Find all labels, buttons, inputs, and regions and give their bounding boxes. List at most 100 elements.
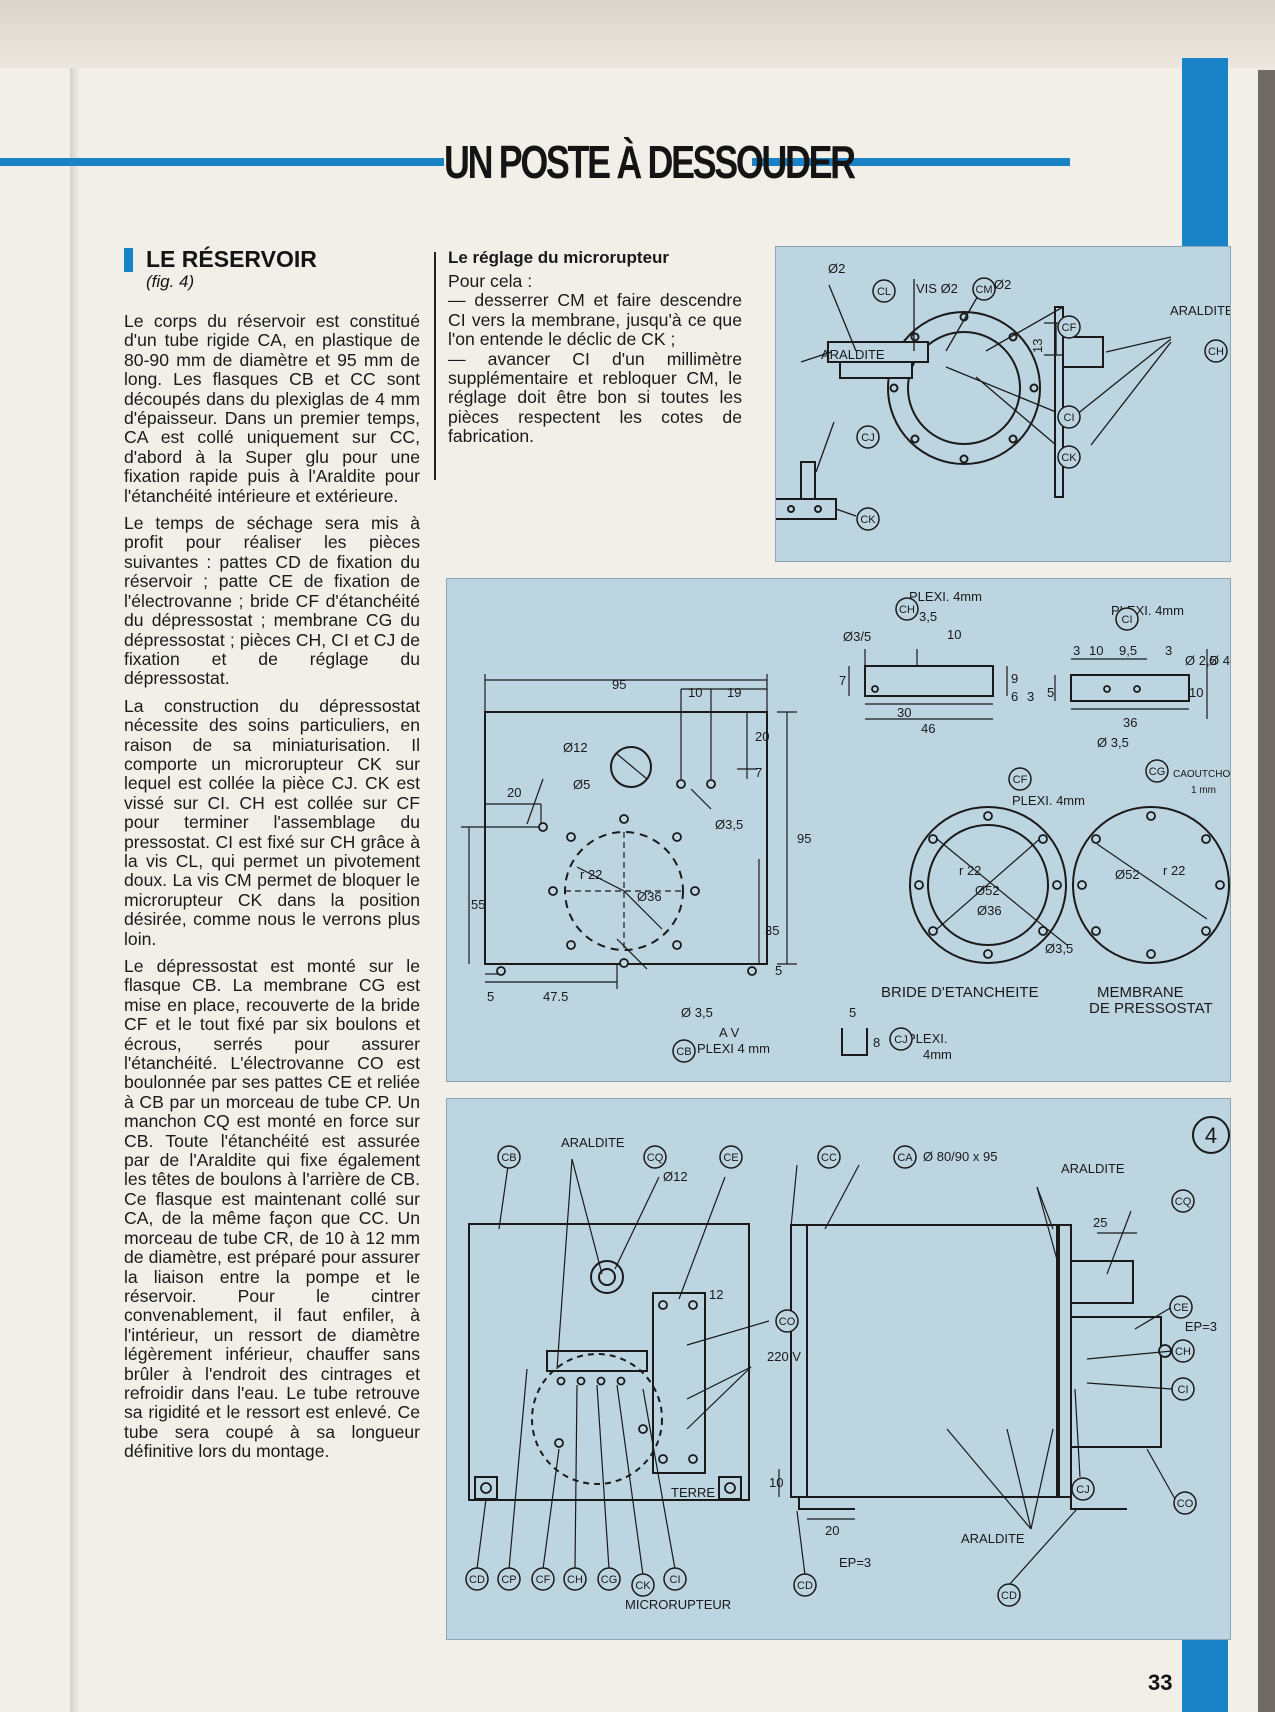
material-label: CAOUTCHOUC <box>1173 769 1230 780</box>
part-label: CD <box>1001 1590 1017 1602</box>
dim-label: 9 <box>1011 671 1018 686</box>
paragraph: Le temps de séchage sera mis à profit po… <box>124 513 420 689</box>
dim-label: Ø 4 <box>1209 653 1230 668</box>
part-label: CF <box>1013 774 1028 786</box>
terre-label: TERRE <box>671 1485 715 1500</box>
dim-label: 35 <box>765 923 779 938</box>
araldite-label: ARALDITE <box>1170 303 1230 318</box>
parts-dimension-drawing: 95 10 19 20 7 Ø12 20 Ø5 Ø3,5 r 22 Ø36 95… <box>461 589 1245 1063</box>
dim-label: Ø36 <box>977 903 1002 918</box>
page-title: UN POSTE À DESSOUDER <box>444 136 856 188</box>
dim-label: Ø52 <box>975 883 1000 898</box>
dim-label: 10 <box>947 627 961 642</box>
dim-label: 5 <box>849 1005 856 1020</box>
part-label: CD <box>797 1580 813 1592</box>
dim-label: Ø 2,5 <box>1185 653 1217 668</box>
part-label: CQ <box>1175 1196 1192 1208</box>
figure-number: 4 <box>1205 1123 1217 1148</box>
part-label: CK <box>635 1580 651 1592</box>
part-label: CC <box>821 1152 837 1164</box>
column-divider <box>434 252 436 480</box>
section-title: LE RÉSERVOIR <box>146 246 317 272</box>
part-caption: BRIDE D'ETANCHEITE <box>881 984 1039 1001</box>
part-label: CJ <box>894 1034 907 1046</box>
dim-label: Ø3/5 <box>843 629 871 644</box>
subsection-title: Le réglage du microrupteur <box>448 248 670 267</box>
dim-label: 7 <box>755 765 762 780</box>
dim-label: 25 <box>1093 1215 1107 1230</box>
dim-label: EP=3 <box>1185 1319 1217 1334</box>
dim-label: Ø36 <box>637 889 662 904</box>
dim-label: 13 <box>1030 339 1045 353</box>
material-label: 1 mm <box>1191 785 1216 796</box>
part-label: CL <box>877 286 891 298</box>
part-label: CH <box>1175 1346 1191 1358</box>
dim-label: Ø3,5 <box>715 817 743 832</box>
part-label: CK <box>1061 452 1077 464</box>
part-label: CQ <box>647 1152 664 1164</box>
article-column-2: Le réglage du microrupteur Pour cela : —… <box>448 248 742 447</box>
dim-label: Ø52 <box>1115 867 1140 882</box>
dim-label: 12 <box>709 1287 723 1302</box>
dim-label: 3 <box>1165 643 1172 658</box>
material-label: PLEXI. <box>907 1031 947 1046</box>
part-label: CK <box>860 514 876 526</box>
part-label: CD <box>469 1574 485 1586</box>
araldite-label: ARALDITE <box>821 347 885 362</box>
material-label: 4mm <box>923 1047 952 1062</box>
section-marker <box>124 248 133 272</box>
part-label: CE <box>723 1152 738 1164</box>
part-label: CG <box>1149 766 1166 778</box>
dim-label: EP=3 <box>839 1555 871 1570</box>
part-label: CB <box>501 1152 516 1164</box>
title-rule-left <box>0 158 444 166</box>
figure-panel-middle: 95 10 19 20 7 Ø12 20 Ø5 Ø3,5 r 22 Ø36 95… <box>446 578 1245 1082</box>
dim-label: Ø2 <box>994 277 1011 292</box>
dim-label: 5 <box>1047 685 1054 700</box>
paragraph: La construction du dépressostat nécessit… <box>124 695 420 949</box>
dim-label: 10 <box>769 1475 783 1490</box>
dim-label: 20 <box>755 729 769 744</box>
dim-label: 10 <box>688 685 702 700</box>
paragraph: Pour cela : <box>448 271 533 291</box>
dim-label: 3,5 <box>919 609 937 624</box>
dim-label: 10 <box>1189 685 1203 700</box>
part-caption: DE PRESSOSTAT <box>1089 1000 1213 1017</box>
part-label: CJ <box>1076 1484 1089 1496</box>
note-label: A V <box>719 1025 740 1040</box>
note-label: PLEXI 4 mm <box>697 1041 770 1056</box>
dim-label: 10 <box>1089 643 1103 658</box>
dim-label: 46 <box>921 721 935 736</box>
article-column-1: Le corps du réservoir est constitué d'un… <box>124 311 420 1470</box>
dim-label: 7 <box>839 673 846 688</box>
binding-shadow <box>70 68 80 1712</box>
araldite-label: ARALDITE <box>1061 1161 1125 1176</box>
page-number: 33 <box>1148 1670 1173 1695</box>
part-label: CF <box>536 1574 551 1586</box>
araldite-label: ARALDITE <box>961 1531 1025 1546</box>
dim-label: 8 <box>873 1035 880 1050</box>
part-label: CJ <box>861 432 874 444</box>
dim-label: 20 <box>507 785 521 800</box>
dim-label: 5 <box>775 963 782 978</box>
dim-label: Ø3,5 <box>1045 941 1073 956</box>
microrupteur-label: MICRORUPTEUR <box>625 1597 731 1612</box>
dim-label: 6 <box>1011 689 1018 704</box>
paragraph: — desserrer CM et faire descendre CI ver… <box>448 290 742 350</box>
dim-label: 220 V <box>767 1349 801 1364</box>
dim-label: VIS Ø2 <box>916 281 958 296</box>
dim-label: Ø2 <box>828 261 845 276</box>
paragraph: Le corps du réservoir est constitué d'un… <box>124 311 420 506</box>
dim-label: 95 <box>797 831 811 846</box>
figure-panel-bottom: ARALDITE Ø12 12 220 V TERRE MICRORUPTEUR… <box>446 1098 1231 1640</box>
dim-label: 20 <box>825 1523 839 1538</box>
dim-label: Ø12 <box>663 1169 688 1184</box>
dim-label: Ø 3,5 <box>1097 735 1129 750</box>
part-label: CI <box>670 1574 681 1586</box>
dim-label: r 22 <box>959 863 981 878</box>
dim-label: 36 <box>1123 715 1137 730</box>
dim-label: 19 <box>727 685 741 700</box>
part-label: CO <box>1177 1498 1194 1510</box>
material-label: PLEXI. 4mm <box>1012 793 1085 808</box>
dim-label: r 22 <box>580 867 602 882</box>
